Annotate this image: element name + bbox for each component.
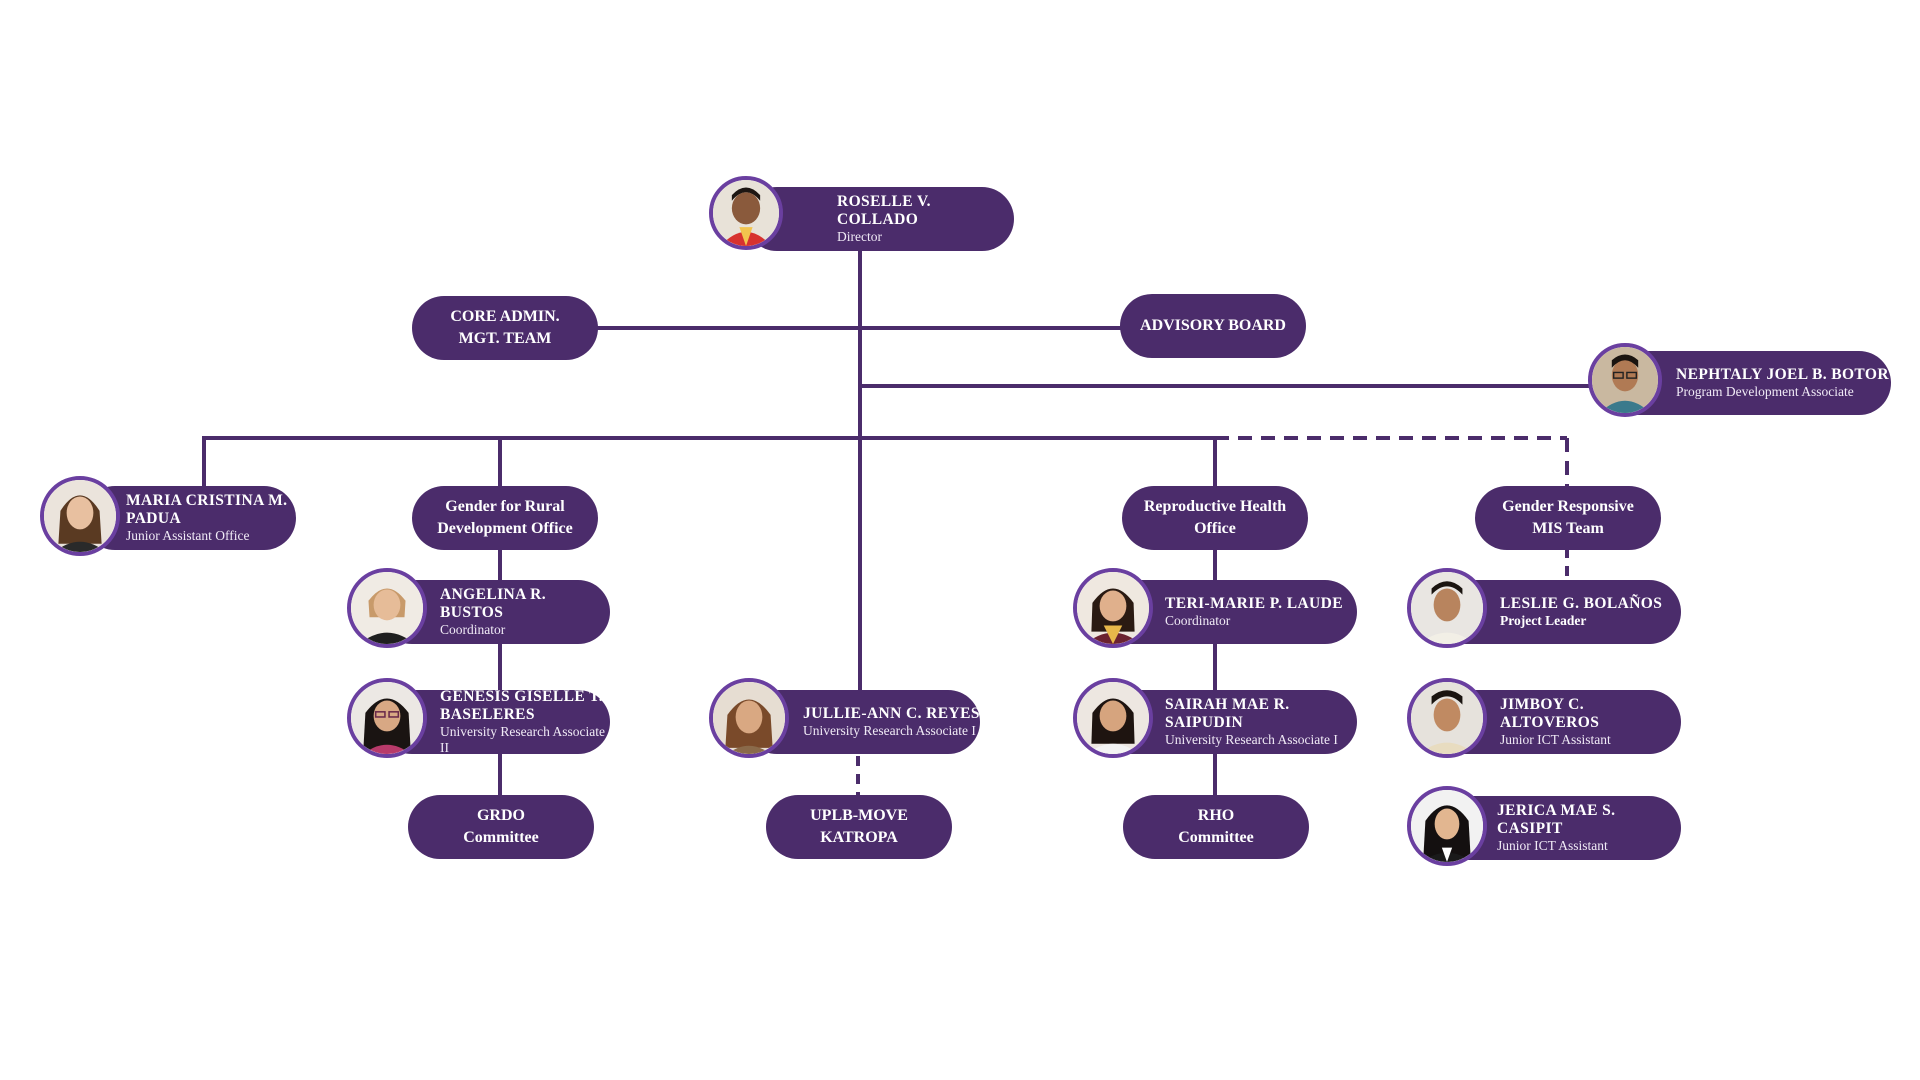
reyes-avatar — [709, 678, 789, 758]
person-name: ANGELINA R. BUSTOS — [440, 586, 547, 621]
advisory-board-node: ADVISORY BOARD — [1120, 294, 1306, 358]
person-role: Director — [837, 229, 882, 244]
grdo-committee-node: GRDO Committee — [408, 795, 594, 859]
baseleres-avatar — [347, 678, 427, 758]
person-name: ROSELLE V. COLLADO — [837, 193, 931, 228]
director-card: ROSELLE V. COLLADO Director — [745, 187, 1014, 251]
person-role: University Research Associate II — [440, 724, 605, 755]
padua-avatar — [40, 476, 120, 556]
person-name: MARIA CRISTINA M. PADUA — [126, 492, 288, 527]
person-role: Program Development Associate — [1676, 384, 1854, 399]
bustos-avatar — [347, 568, 427, 648]
person-name: LESLIE G. BOLAÑOS — [1500, 595, 1663, 612]
uplb-move-katropa-node: UPLB-MOVE KATROPA — [766, 795, 952, 859]
person-role: Junior ICT Assistant — [1500, 732, 1611, 747]
rho-committee-node: RHO Committee — [1123, 795, 1309, 859]
person-role: University Research Associate I — [1165, 732, 1338, 747]
person-role: University Research Associate I — [803, 723, 976, 738]
altoveros-avatar — [1407, 678, 1487, 758]
gender-responsive-mis-node: Gender Responsive MIS Team — [1475, 486, 1661, 550]
person-name: TERI-MARIE P. LAUDE — [1165, 595, 1343, 612]
person-name: JERICA MAE S. CASIPIT — [1497, 802, 1616, 837]
saipudin-avatar — [1073, 678, 1153, 758]
person-role: Project Leader — [1500, 613, 1587, 628]
person-name: NEPHTALY JOEL B. BOTOR — [1676, 366, 1889, 383]
bolanos-avatar — [1407, 568, 1487, 648]
grdo-node: Gender for Rural Development Office — [412, 486, 598, 550]
person-name: JULLIE-ANN C. REYES — [803, 705, 980, 722]
casipit-avatar — [1407, 786, 1487, 866]
person-role: Coordinator — [1165, 613, 1231, 628]
core-admin-team-node: CORE ADMIN. MGT. TEAM — [412, 296, 598, 360]
person-role: Junior ICT Assistant — [1497, 838, 1608, 853]
person-role: Junior Assistant Office — [126, 528, 250, 543]
bustos-card: ANGELINA R. BUSTOS Coordinator — [380, 580, 610, 644]
person-name: JIMBOY C. ALTOVEROS — [1500, 696, 1600, 731]
person-name: GENESIS GISELLE T. BASELERES — [440, 688, 603, 723]
botor-avatar — [1588, 343, 1662, 417]
director-avatar — [709, 176, 783, 250]
person-name: SAIRAH MAE R. SAIPUDIN — [1165, 696, 1290, 731]
person-role: Coordinator — [440, 622, 506, 637]
laude-avatar — [1073, 568, 1153, 648]
rho-node: Reproductive Health Office — [1122, 486, 1308, 550]
